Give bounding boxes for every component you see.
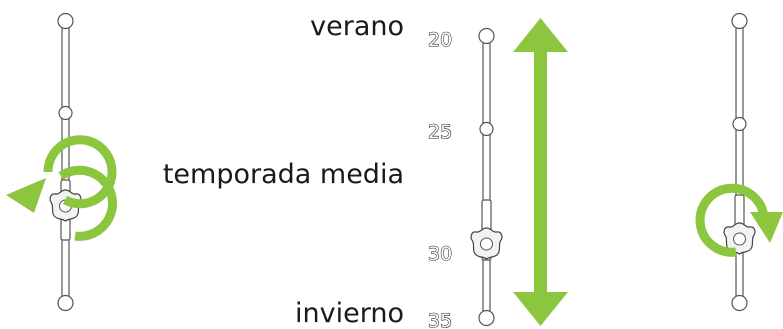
left-rail-mid-node	[58, 105, 73, 121]
left-rail-bottom-node	[57, 294, 74, 312]
left-adjuster	[6, 12, 118, 312]
winter-label: invierno	[295, 298, 404, 329]
center-rail-mid-node	[479, 121, 494, 137]
right-rail-mid-node	[732, 116, 747, 132]
right-rail	[735, 25, 744, 303]
right-adjuster	[695, 12, 783, 312]
right-knob-center	[733, 232, 746, 246]
right-rail-bottom-node	[731, 294, 748, 312]
mid-season-label: temporada media	[163, 159, 404, 190]
scale-tick-35: 35	[428, 310, 452, 329]
right-knob[interactable]	[723, 222, 756, 255]
center-scale: verano temporada media invierno 20 25 30…	[163, 11, 568, 329]
vertical-double-arrow-icon	[513, 18, 568, 326]
scale-tick-20: 20	[428, 29, 452, 51]
left-rail-top-node	[57, 12, 74, 30]
center-knob-center	[480, 237, 493, 251]
summer-label: verano	[310, 11, 404, 42]
left-rail	[61, 25, 70, 303]
center-rail	[482, 37, 491, 317]
rotate-counterclockwise-icon	[6, 135, 118, 241]
rotate-clockwise-icon	[695, 183, 783, 257]
scale-tick-25: 25	[428, 121, 452, 143]
right-rail-top-node	[731, 12, 748, 30]
center-knob[interactable]	[470, 227, 503, 260]
scale-tick-30: 30	[428, 243, 452, 265]
center-rail-top-node	[478, 27, 495, 45]
center-rail-bottom-node	[478, 309, 495, 327]
